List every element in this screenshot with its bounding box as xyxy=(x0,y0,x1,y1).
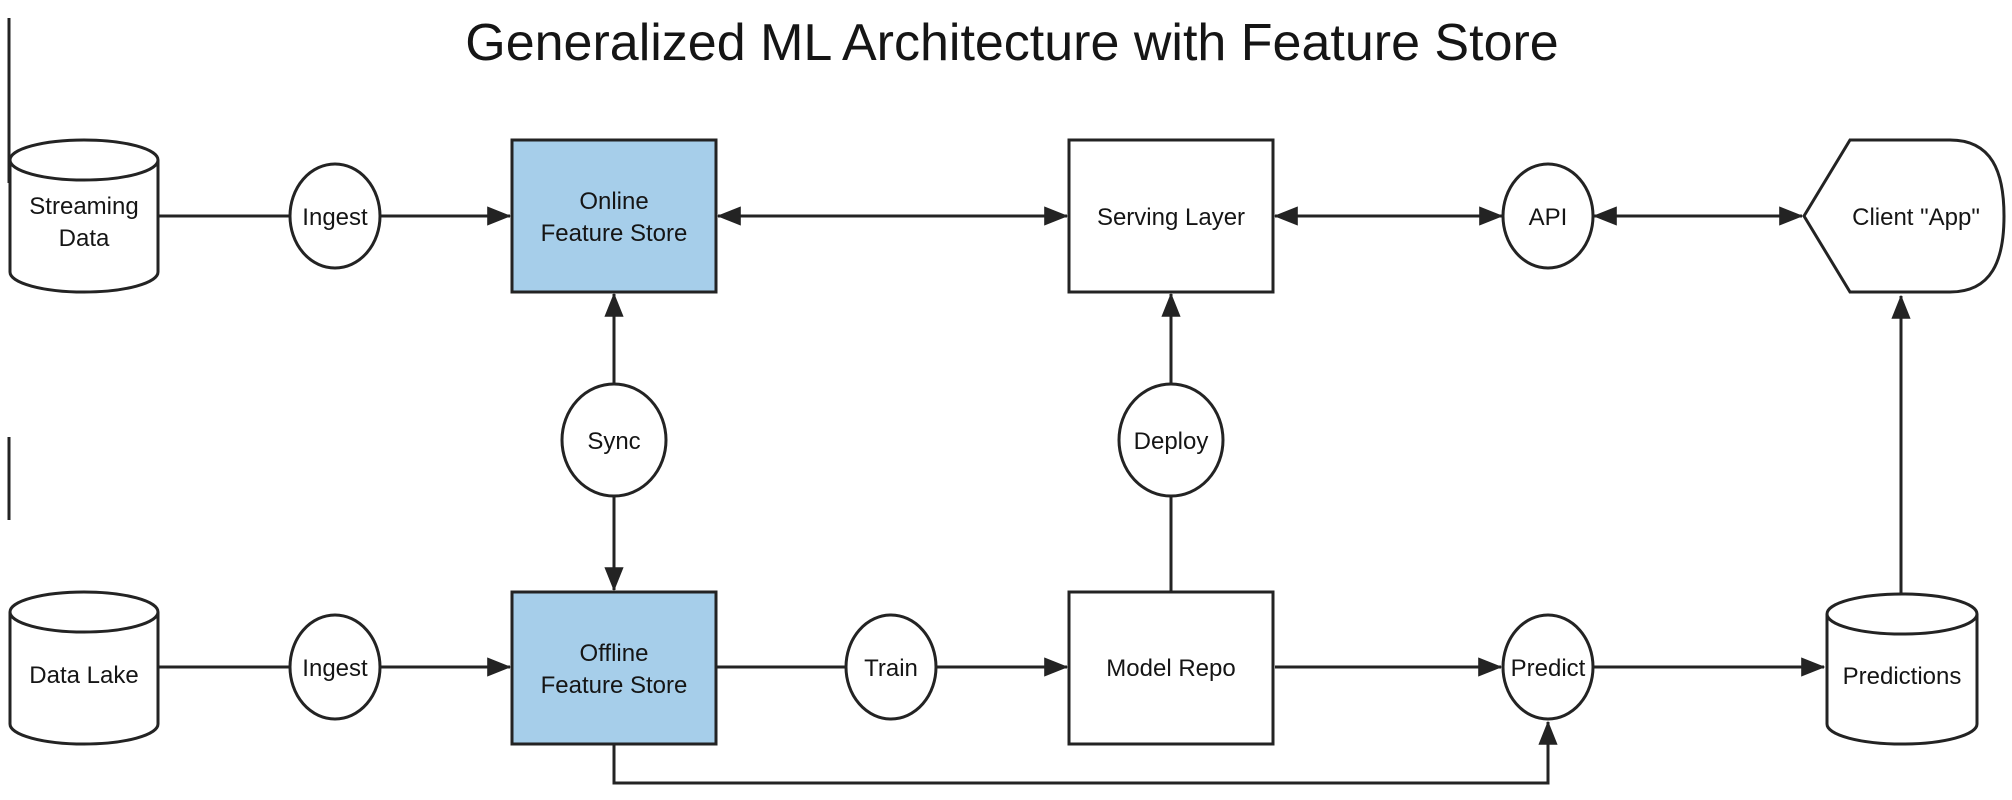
streaming-data-label-line1: Streaming xyxy=(29,193,138,220)
node-predict: Predict xyxy=(1501,613,1595,721)
node-ingest-top: Ingest xyxy=(288,162,382,270)
node-serving-layer: Serving Layer xyxy=(1067,138,1275,294)
cylinder-lid xyxy=(8,611,160,634)
sync-label: Sync xyxy=(587,428,640,455)
online-feature-store-label-line2: Feature Store xyxy=(541,220,688,247)
predict-label: Predict xyxy=(1511,655,1586,682)
node-api: API xyxy=(1501,162,1595,270)
circle-shape xyxy=(1117,382,1225,498)
node-offline-feature-store: Offline Feature Store xyxy=(510,590,718,746)
train-label: Train xyxy=(864,655,918,682)
rect-shape xyxy=(510,138,718,294)
rect-shape xyxy=(510,590,718,746)
serving-layer-label: Serving Layer xyxy=(1097,204,1245,231)
node-ingest-bottom: Ingest xyxy=(288,613,382,721)
circle-shape xyxy=(1501,613,1595,721)
offline-feature-store-label-line2: Feature Store xyxy=(541,672,688,699)
client-app-label: Client "App" xyxy=(1852,204,1980,231)
display-shape xyxy=(1802,138,2006,294)
node-client-app: Client "App" xyxy=(1802,138,2006,294)
node-online-feature-store: Online Feature Store xyxy=(510,138,718,294)
node-model-repo: Model Repo xyxy=(1067,590,1275,746)
ingest-bottom-label: Ingest xyxy=(302,655,368,682)
api-label: API xyxy=(1529,204,1568,231)
online-feature-store-label-line1: Online xyxy=(579,188,648,215)
node-sync: Sync xyxy=(560,382,668,498)
diagram-title: Generalized ML Architecture with Feature… xyxy=(465,14,1558,72)
circle-shape xyxy=(844,613,938,721)
circle-shape xyxy=(560,382,668,498)
circle-shape xyxy=(1501,162,1595,270)
circle-shape xyxy=(288,613,382,721)
cylinder-lid xyxy=(1825,613,1979,636)
cylinder-lid xyxy=(8,159,160,182)
rect-shape xyxy=(1067,138,1275,294)
node-train: Train xyxy=(844,613,938,721)
node-streaming-data: Streaming Data xyxy=(8,138,160,294)
edge-offline-predict-elbow xyxy=(612,720,1558,785)
deploy-label: Deploy xyxy=(1134,428,1209,455)
node-predictions: Predictions xyxy=(1825,592,1979,746)
data-lake-label: Data Lake xyxy=(29,662,138,689)
rect-shape xyxy=(1067,590,1275,746)
edges-layer xyxy=(158,206,1911,785)
circle-shape xyxy=(288,162,382,270)
offline-feature-store-label-line1: Offline xyxy=(580,640,649,667)
ingest-top-label: Ingest xyxy=(302,204,368,231)
node-data-lake: Data Lake xyxy=(8,590,160,746)
model-repo-label: Model Repo xyxy=(1106,655,1235,682)
predictions-label: Predictions xyxy=(1843,663,1962,690)
node-deploy: Deploy xyxy=(1117,382,1225,498)
streaming-data-label-line2: Data xyxy=(59,225,110,252)
